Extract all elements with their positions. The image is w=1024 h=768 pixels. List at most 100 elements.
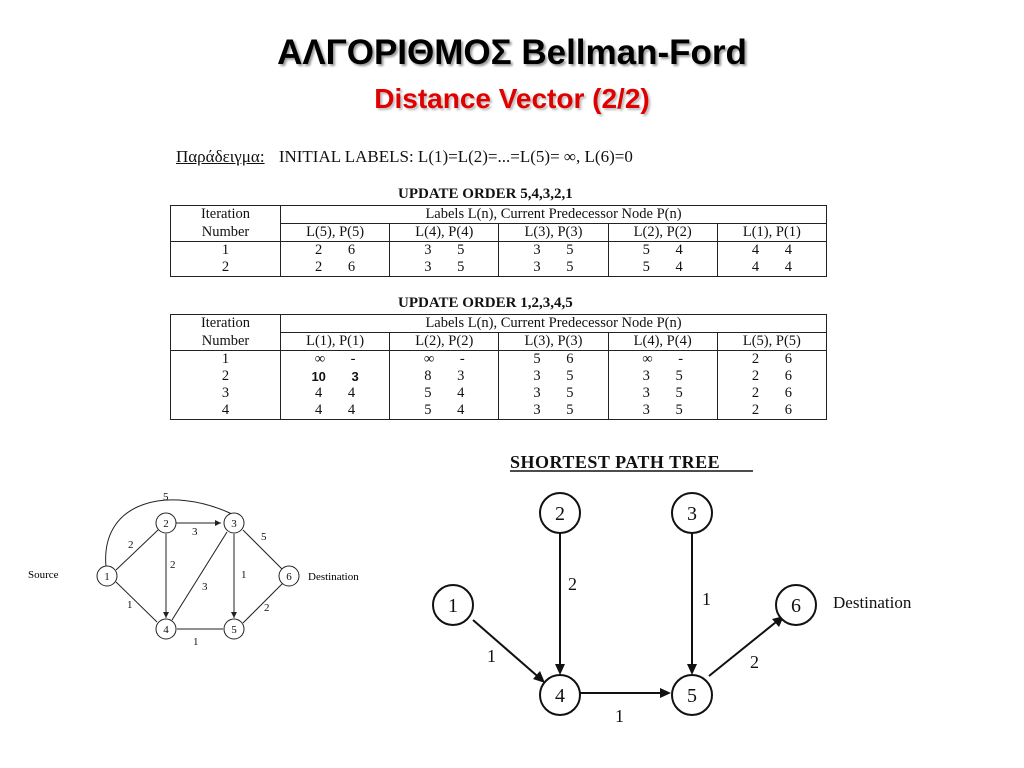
graph-node-3 (223, 512, 245, 534)
edge-weight: 3 (202, 581, 208, 593)
edge-1-3 (105, 499, 233, 568)
shortest-path-tree: SHORTEST PATH TREE 1 2 3 4 5 6 2 1 1 1 2 (432, 452, 912, 726)
iteration-cell: 1 (170, 350, 281, 368)
value-cell: 2 6 (279, 241, 391, 259)
value-cell: 4 4 (716, 241, 828, 259)
arrowhead (533, 671, 545, 683)
value-cell: 2 6 (716, 402, 828, 420)
value-cell: 4 4 (279, 402, 391, 420)
value-cell: 3 5 (498, 368, 609, 385)
node-label: 2 (555, 503, 565, 525)
arrowhead (555, 664, 565, 675)
column-header: L(2), P(2) (607, 223, 718, 242)
iteration-cell: 4 (170, 402, 281, 420)
arrowhead (687, 664, 697, 675)
node-label: 5 (231, 624, 237, 636)
labels-header: Labels L(n), Current Predecessor Node P(… (280, 205, 827, 224)
edge-weight: 2 (170, 559, 176, 571)
edge-weight: 2 (128, 539, 134, 551)
edge-weight: 1 (487, 646, 496, 666)
edge-weight: 1 (193, 636, 199, 648)
edge-weight: 1 (615, 706, 624, 726)
arrowhead (660, 688, 671, 698)
value-cell: 5 4 (607, 241, 718, 259)
value-cell: ∞ - (389, 350, 500, 368)
tree-node-5 (671, 674, 713, 716)
edge-weight: 3 (192, 526, 198, 538)
network-graph: 1 2 3 4 5 6 5 2 1 3 2 3 1 5 1 2 Source D… (28, 491, 359, 648)
column-header: L(2), P(2) (389, 332, 500, 351)
edge-weight: 1 (241, 569, 247, 581)
node-label: 3 (231, 518, 237, 530)
value-cell: 4 4 (716, 259, 828, 277)
value-cell: 3 5 (498, 402, 609, 420)
edge-3-6 (242, 529, 284, 571)
value-cell: 2 6 (716, 385, 828, 402)
number-header: Number (170, 332, 281, 351)
graph-node-6 (278, 565, 300, 587)
initial-labels-text: INITIAL LABELS: L(1)=L(2)=...=L(5)= ∞, L… (278, 147, 633, 166)
node-label: 1 (104, 571, 110, 583)
edge-weight: 5 (163, 491, 169, 503)
edge-weight: 2 (264, 602, 270, 614)
value-cell: 3 5 (607, 368, 718, 385)
example-label: Παράδειγμα: (176, 147, 265, 166)
value-cell: 2 6 (279, 259, 391, 277)
tree-node-2 (539, 492, 581, 534)
arrowhead (163, 612, 169, 618)
tree-node-4 (539, 674, 581, 716)
iteration-cell: 1 (170, 241, 281, 259)
value-cell: 3 5 (498, 385, 609, 402)
value-cell: 5 4 (389, 385, 500, 402)
node-label: 6 (286, 571, 292, 583)
value-cell: 5 4 (389, 402, 500, 420)
iteration-header: Iteration (170, 205, 281, 224)
iteration-header: Iteration (170, 314, 281, 333)
column-header: L(4), P(4) (607, 332, 718, 351)
value-cell: 3 5 (607, 402, 718, 420)
node-label: 4 (163, 624, 169, 636)
edge-weight: 2 (568, 574, 577, 594)
value-cell: 8 3 (389, 368, 500, 385)
value-cell: 2 6 (716, 368, 828, 385)
iteration-cell: 2 (170, 368, 281, 385)
update-order-2: UPDATE ORDER 1,2,3,4,5 (398, 295, 573, 311)
column-header: L(5), P(5) (279, 223, 391, 242)
example-line: Παράδειγμα: INITIAL LABELS: L(1)=L(2)=..… (176, 147, 633, 167)
number-header: Number (170, 223, 281, 242)
column-header: L(3), P(3) (498, 332, 609, 351)
node-label: 3 (687, 503, 697, 525)
column-header: L(1), P(1) (279, 332, 391, 351)
tree-destination-label: Destination (833, 593, 912, 612)
value-cell: 2 6 (716, 350, 828, 368)
edge-weight: 5 (261, 531, 267, 543)
tree-edge-5-6 (708, 617, 782, 677)
node-label: 1 (448, 595, 458, 617)
edge-5-6 (242, 582, 284, 624)
labels-table-2: Iteration Labels L(n), Current Predecess… (170, 314, 828, 420)
value-cell: 5 4 (607, 259, 718, 277)
table-row: 1 2 6 3 5 3 5 5 4 4 4 (170, 241, 828, 259)
iteration-cell: 3 (170, 385, 281, 402)
value-cell: 3 5 (389, 259, 500, 277)
node-label: 5 (687, 685, 697, 707)
arrowheads (163, 520, 237, 618)
graph-node-5 (223, 618, 245, 640)
tree-edge-1-4 (472, 619, 544, 682)
graph-node-4 (155, 618, 177, 640)
value-cell: ∞ - (279, 350, 391, 368)
labels-header: Labels L(n), Current Predecessor Node P(… (280, 314, 827, 333)
value-cell: 4 4 (279, 385, 391, 402)
arrowhead (215, 520, 221, 526)
tree-node-1 (432, 584, 474, 626)
graph-node-1 (96, 565, 118, 587)
column-header: L(3), P(3) (498, 223, 609, 242)
table-row: 2 10 3 8 3 3 5 3 5 2 6 (170, 368, 828, 385)
edge-weight: 1 (702, 589, 711, 609)
edge-weight: 1 (127, 599, 133, 611)
column-header: L(4), P(4) (389, 223, 500, 242)
arrowhead (231, 612, 237, 618)
value-cell: 10 3 (279, 368, 391, 385)
table-row: 2 2 6 3 5 3 5 5 4 4 4 (170, 259, 828, 277)
graph-node-2 (155, 512, 177, 534)
